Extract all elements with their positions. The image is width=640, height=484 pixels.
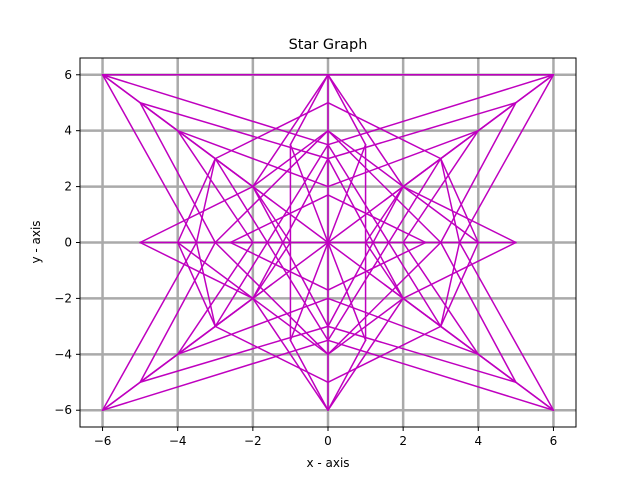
star-segment-30 [139,101,217,244]
star-segment-52 [252,74,329,188]
star-segment-39 [176,241,254,356]
chart-title: Star Graph [289,37,368,53]
y-axis-label: y - axis [29,220,43,263]
star-segment-56 [176,157,217,244]
star-segment-76 [252,185,292,244]
star-segment-50 [402,185,517,244]
star-segment-18 [101,74,198,244]
star-segment-37 [327,325,517,384]
star-segment-23 [327,74,555,146]
star-segment-65 [195,241,217,328]
star-segment-25 [327,339,555,411]
star-segment-99 [327,129,404,188]
y-tick-label-0: −6 [54,403,72,417]
star-segment-92 [176,241,254,300]
x-tick-label-5: 4 [474,434,482,448]
star-segment-35 [327,101,517,160]
star-segment-105 [327,241,427,291]
y-tick-label-1: −4 [54,347,72,361]
star-segment-58 [439,157,480,244]
star-segment-26 [289,74,329,146]
star-segment-19 [101,241,198,411]
y-tick-label-5: 4 [64,124,72,138]
star-segment-97 [327,241,442,356]
star-segment-40 [402,129,480,244]
star-segment-66 [439,157,461,244]
star-segment-55 [327,297,404,411]
star-segment-24 [101,339,329,411]
star-segment-71 [327,143,442,328]
star-segment-21 [458,241,555,411]
star-segment-64 [195,157,217,244]
star-segment-49 [139,241,254,300]
star-segment-29 [327,339,367,411]
y-tick-label-6: 6 [64,68,72,82]
star-segment-109 [383,283,442,328]
star-segment-28 [289,339,329,411]
star-segment-54 [252,297,329,411]
star-segment-79 [364,241,404,300]
star-segment-48 [139,185,254,244]
star-segment-95 [327,129,442,244]
star-segment-62 [214,325,329,384]
y-tick-label-3: 0 [64,236,72,250]
star-segment-59 [439,241,480,328]
star-segment-94 [214,129,329,244]
star-segment-104 [229,241,329,291]
star-segment-61 [327,101,442,160]
star-segment-22 [101,74,329,146]
star-segment-67 [439,241,461,328]
star-segment-63 [327,325,442,384]
star-segment-38 [176,129,254,244]
star-segment-33 [439,241,517,384]
star-segment-31 [139,241,217,384]
star-segment-51 [402,241,517,300]
axis-ticks: −6 −4 −2 0 2 4 6 −6 −4 −2 0 2 4 6 [54,68,557,448]
star-segment-101 [327,297,404,356]
star-segment-32 [439,101,517,244]
y-tick-label-2: −2 [54,291,72,305]
star-segment-36 [139,325,329,384]
star-segment-34 [139,101,329,160]
x-tick-label-3: 0 [324,434,332,448]
x-tick-label-4: 2 [399,434,407,448]
star-segment-106 [214,157,273,202]
star-segment-69 [327,157,442,342]
star-segment-27 [327,74,367,146]
star-segment-20 [458,74,555,244]
star-segment-70 [214,143,329,328]
star-segment-53 [327,74,404,188]
star-segment-102 [229,194,329,244]
star-segment-96 [214,241,329,356]
star-segment-68 [214,157,329,342]
star-segment-41 [402,241,480,356]
star-segment-93 [402,185,480,244]
star-segment-103 [327,194,427,244]
x-tick-label-0: −6 [94,434,112,448]
y-tick-label-4: 2 [64,180,72,194]
star-segment-108 [214,283,273,328]
x-tick-label-6: 6 [550,434,558,448]
star-segment-100 [252,297,329,356]
star-segment-78 [364,185,404,244]
star-segment-57 [176,241,217,328]
x-tick-label-2: −2 [244,434,262,448]
x-tick-label-1: −4 [169,434,187,448]
x-axis-label: x - axis [306,456,349,470]
star-segment-107 [383,157,442,202]
plot-lines [101,74,555,411]
star-segment-98 [252,129,329,188]
star-segment-77 [252,241,292,300]
star-segment-60 [214,101,329,160]
